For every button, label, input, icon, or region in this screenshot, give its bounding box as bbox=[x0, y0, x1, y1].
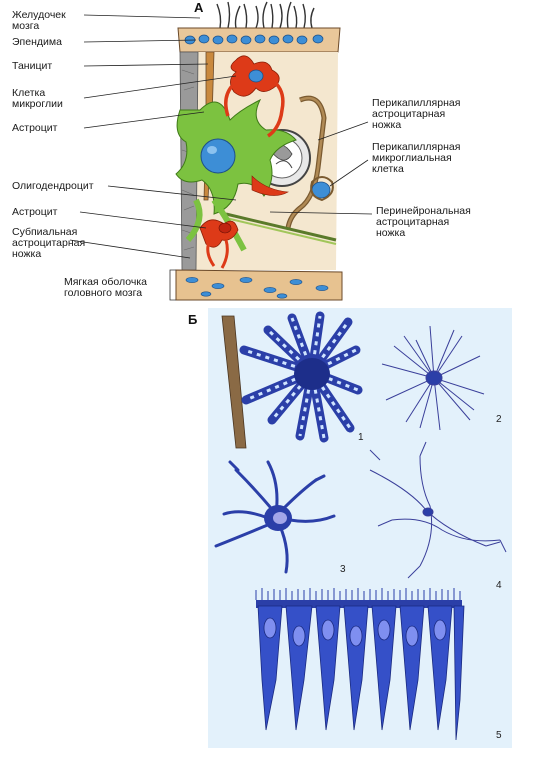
astrocyte-nucleus bbox=[200, 138, 236, 174]
label-pericapillary-microglia: Перикапиллярная микроглиальная клетка bbox=[372, 141, 461, 175]
label-subpial-foot: Субпиальная астроцитарная ножка bbox=[12, 226, 86, 260]
meninges-cells bbox=[185, 277, 329, 299]
panel-a-letter: А bbox=[194, 0, 204, 15]
label-pia-mater: Мягкая оболочка головного мозга bbox=[64, 276, 147, 299]
meninges bbox=[175, 269, 343, 301]
astrocyte bbox=[175, 98, 297, 215]
label-microglia-cell: Клетка микроглии bbox=[12, 87, 63, 110]
label-pericapillary-astro-foot: Перикапиллярная астроцитарная ножка bbox=[372, 97, 461, 131]
label-perineuronal-foot: Перинейрональная астроцитарная ножка bbox=[376, 205, 471, 239]
figure-number-1: 1 bbox=[358, 432, 364, 443]
figure-number-4: 4 bbox=[496, 580, 502, 591]
panel-a-art bbox=[169, 1, 343, 301]
figure-number-2: 2 bbox=[496, 414, 502, 425]
figure-number-5: 5 bbox=[496, 730, 502, 741]
microglial-cell bbox=[369, 441, 507, 579]
label-tanycyte: Таницит bbox=[12, 60, 53, 72]
label-ventricle: Желудочек мозга bbox=[12, 9, 66, 32]
axon-bundle bbox=[225, 212, 337, 242]
panel-b-letter: Б bbox=[188, 312, 198, 327]
protoplasmic-astrocyte bbox=[221, 311, 363, 449]
oligodendrocyte bbox=[214, 460, 336, 574]
fibrous-astrocyte bbox=[381, 325, 485, 431]
label-astrocyte-top: Астроцит bbox=[12, 122, 58, 134]
label-astrocyte-bottom: Астроцит bbox=[12, 206, 58, 218]
label-ependyma: Эпендима bbox=[12, 36, 62, 48]
figure-number-3: 3 bbox=[340, 564, 346, 575]
ependyma-nuclei bbox=[184, 34, 324, 45]
panel-a-leader-lines bbox=[69, 14, 373, 259]
microglia-top-nucleus bbox=[248, 69, 264, 83]
perivascular-microglia bbox=[251, 175, 289, 196]
ventricle-cilia bbox=[216, 1, 315, 29]
label-oligodendrocyte: Олигодендроцит bbox=[12, 180, 94, 192]
ependymal-cells bbox=[255, 588, 465, 741]
